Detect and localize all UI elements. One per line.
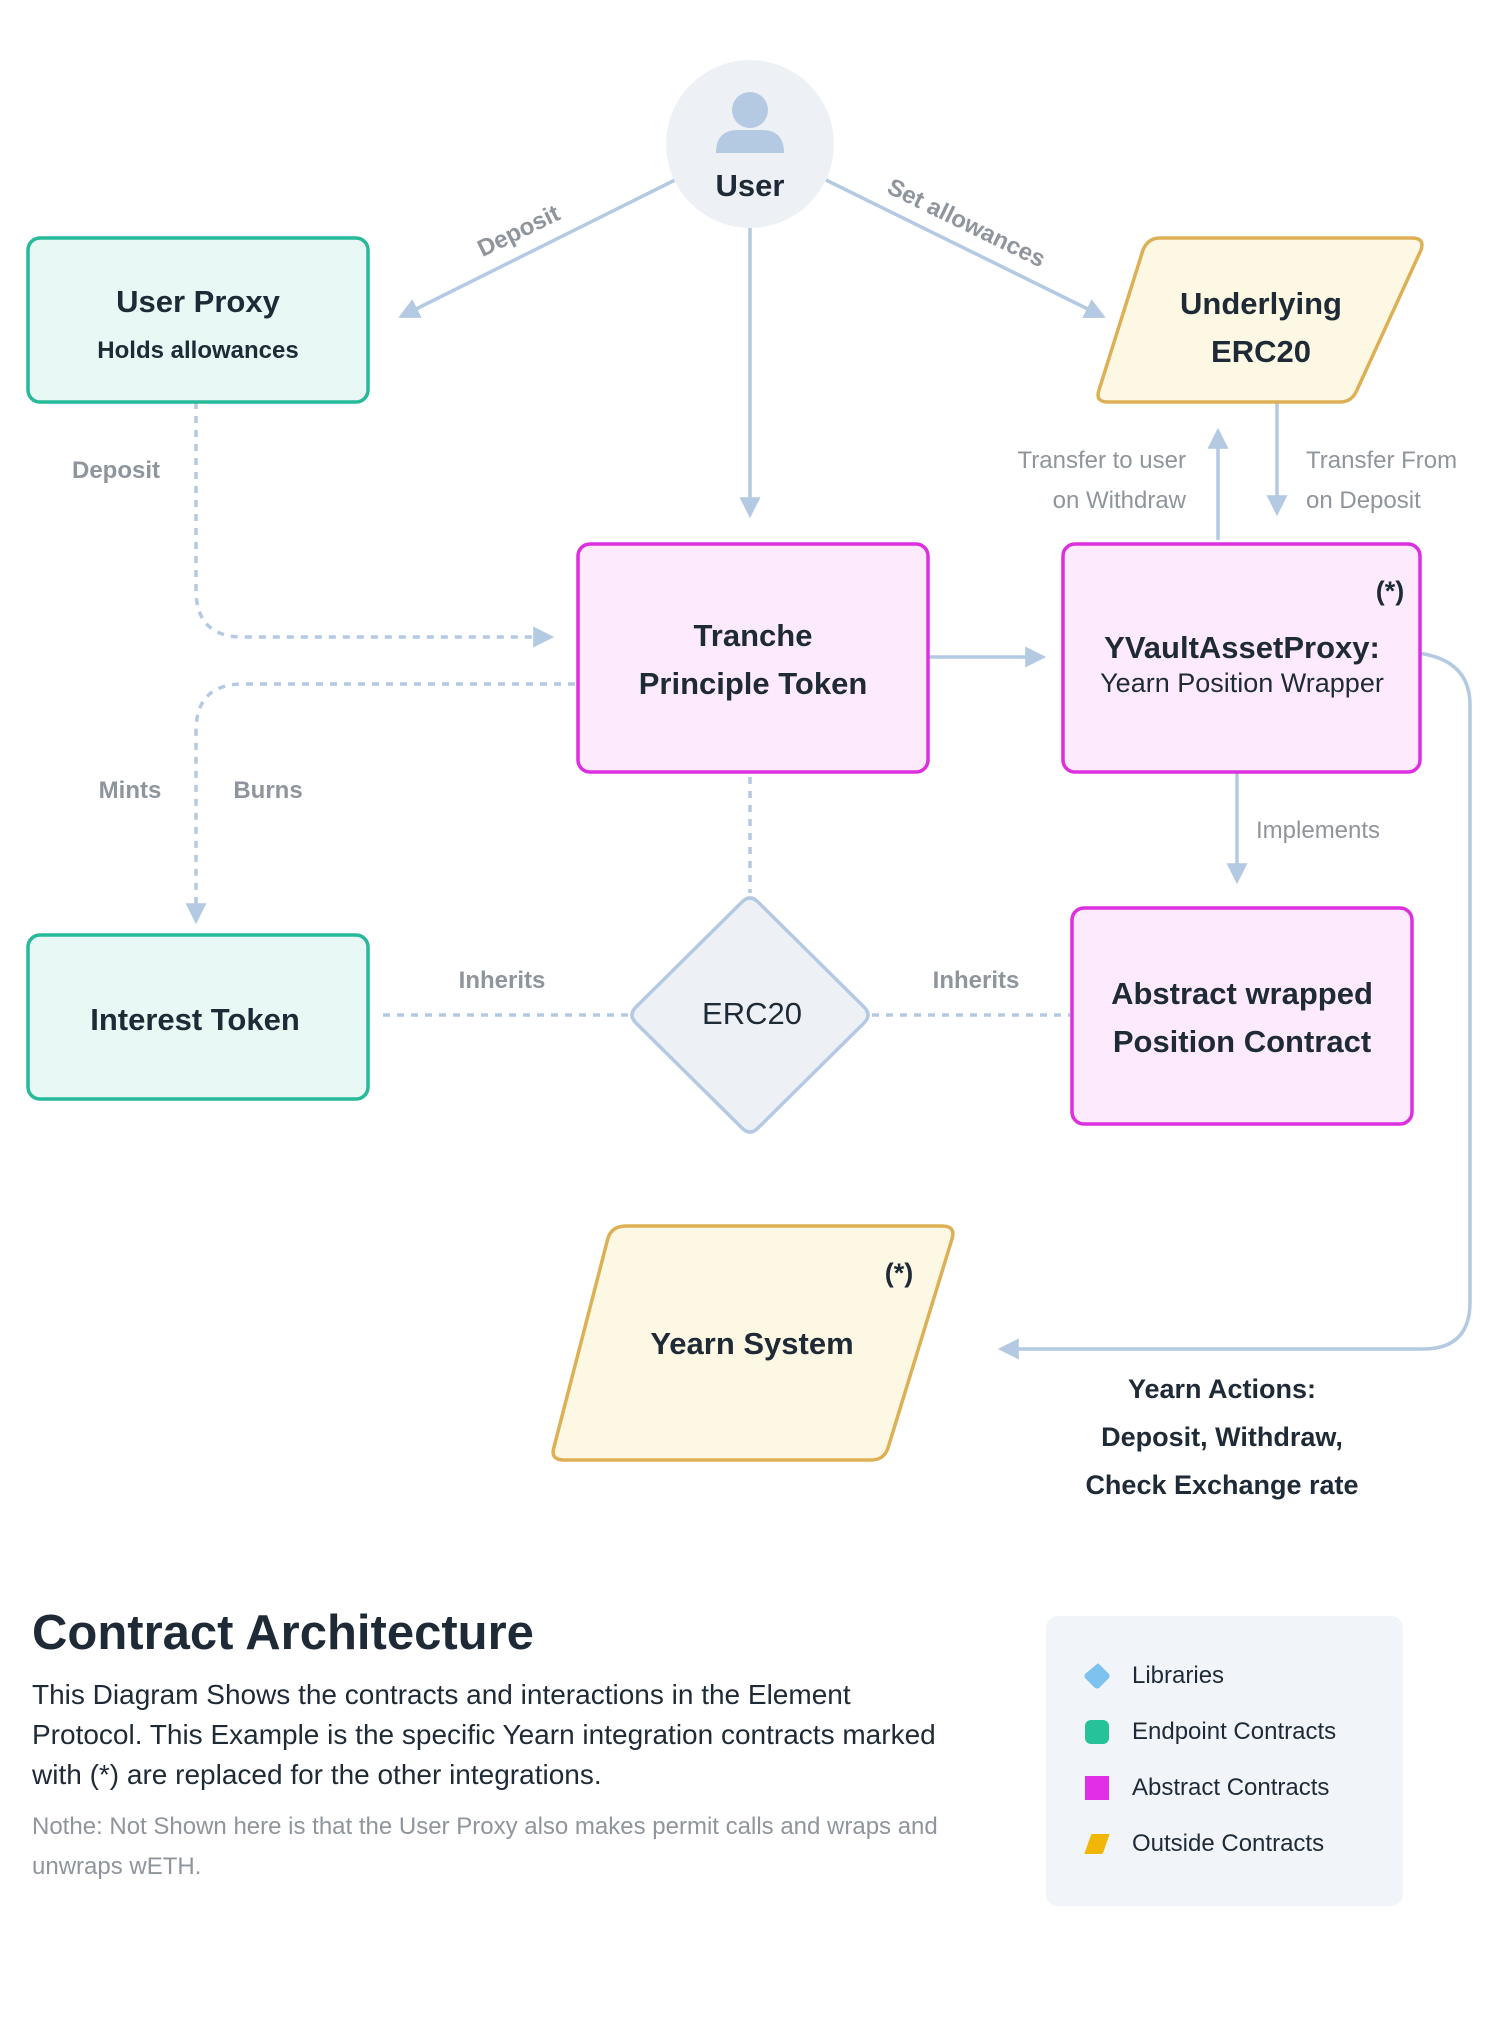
interest-token-label: Interest Token — [90, 1002, 300, 1037]
user-node: User — [666, 60, 834, 228]
yearn-actions-label: Yearn Actions: Deposit, Withdraw, Check … — [1085, 1374, 1358, 1500]
rounded-square-icon — [1085, 1720, 1109, 1744]
yvault-marker: (*) — [1376, 576, 1405, 606]
caption: Contract Architecture This Diagram Shows… — [32, 1605, 952, 1887]
legend-label: Libraries — [1132, 1662, 1225, 1689]
yvault-title: YVaultAssetProxy: — [1104, 630, 1380, 665]
yearn-actions-line2: Deposit, Withdraw, — [1101, 1422, 1343, 1452]
label-transfer-from-2: on Deposit — [1306, 487, 1421, 514]
edge-yvault-to-yearn — [997, 651, 1472, 1360]
legend-item-endpoint: Endpoint Contracts — [1046, 1704, 1403, 1760]
label-deposit-proxy: Deposit — [72, 457, 160, 484]
label-mints: Mints — [99, 777, 162, 804]
user-proxy-node: User Proxy Holds allowances — [26, 236, 370, 404]
label-set-allowances: Set allowances — [883, 173, 1049, 273]
label-transfer-to-user-1: Transfer to user — [1017, 447, 1186, 474]
legend-item-outside: Outside Contracts — [1046, 1816, 1403, 1872]
yearn-system-marker: (*) — [885, 1258, 914, 1288]
underlying-erc20-node: Underlying ERC20 — [1096, 236, 1424, 404]
legend-item-abstract: Abstract Contracts — [1046, 1760, 1403, 1816]
yvault-node: (*) YVaultAssetProxy: Yearn Position Wra… — [1061, 542, 1422, 774]
edge-user-to-underlying — [825, 178, 1106, 318]
legend-label: Endpoint Contracts — [1132, 1718, 1337, 1745]
label-transfer-to-user-2: on Withdraw — [1053, 487, 1187, 514]
label-deposit-user: Deposit — [473, 200, 564, 263]
yearn-system-label: Yearn System — [650, 1326, 853, 1361]
edge-user-to-proxy — [398, 178, 676, 318]
caption-description: This Diagram Shows the contracts and int… — [32, 1679, 936, 1790]
abstract-position-node: Abstract wrapped Position Contract — [1070, 906, 1414, 1126]
yearn-actions-line1: Yearn Actions: — [1128, 1374, 1316, 1404]
user-icon — [716, 92, 784, 153]
yvault-subtitle: Yearn Position Wrapper — [1100, 668, 1384, 698]
legend-item-libraries: Libraries — [1046, 1648, 1403, 1704]
yearn-actions-line3: Check Exchange rate — [1085, 1470, 1358, 1500]
abstract-line1: Abstract wrapped — [1111, 976, 1373, 1011]
legend-label: Abstract Contracts — [1132, 1774, 1330, 1801]
label-implements: Implements — [1256, 817, 1380, 844]
label-burns: Burns — [233, 777, 302, 804]
legend: Libraries Endpoint Contracts Abstract Co… — [1046, 1616, 1403, 1906]
user-proxy-title: User Proxy — [116, 284, 280, 319]
user-proxy-subtitle: Holds allowances — [97, 337, 298, 364]
abstract-line2: Position Contract — [1113, 1024, 1371, 1059]
underlying-line2: ERC20 — [1211, 334, 1311, 369]
parallelogram-icon — [1084, 1834, 1110, 1854]
user-label: User — [716, 168, 785, 203]
tranche-node: Tranche Principle Token — [576, 542, 930, 774]
caption-note: Nothe: Not Shown here is that the User P… — [32, 1813, 938, 1880]
legend-label: Outside Contracts — [1132, 1830, 1325, 1857]
label-inherits-left: Inherits — [459, 967, 546, 994]
yearn-system-node: (*) Yearn System — [551, 1224, 955, 1462]
caption-title: Contract Architecture — [32, 1606, 534, 1660]
tranche-line2: Principle Token — [639, 666, 868, 701]
label-inherits-right: Inherits — [933, 967, 1020, 994]
architecture-diagram: Deposit Set allowances Deposit Transfer … — [26, 60, 1472, 1500]
edge-proxy-to-tranche — [194, 402, 555, 648]
diamond-icon — [1084, 1663, 1110, 1689]
erc20-label: ERC20 — [702, 996, 802, 1031]
tranche-line1: Tranche — [694, 618, 813, 653]
interest-token-node: Interest Token — [26, 933, 370, 1101]
label-transfer-from-1: Transfer From — [1306, 447, 1457, 474]
underlying-line1: Underlying — [1180, 286, 1342, 321]
square-icon — [1085, 1776, 1109, 1800]
edge-tranche-to-interest — [185, 682, 575, 925]
erc20-node: ERC20 — [630, 896, 870, 1134]
